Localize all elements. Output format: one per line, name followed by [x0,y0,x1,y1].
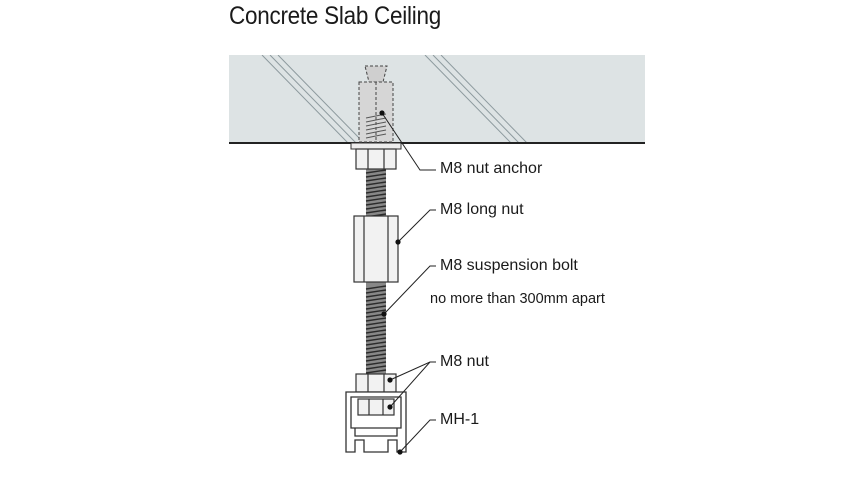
bolt-thread-line [365,201,387,206]
label-nut: M8 nut [440,353,489,370]
bolt-thread-line [365,293,387,298]
label-suspension-bolt: M8 suspension bolt [440,257,578,274]
leader-dots [379,110,403,455]
leader-lines [381,112,436,453]
long-nut [353,215,399,283]
bolt-thread-line [365,345,387,350]
lower-nut-inner [357,398,395,416]
nut-anchor [350,65,402,150]
bolt-thread-line [365,177,387,182]
bolt-thread-line [365,317,387,322]
bolt-thread-line [365,329,387,334]
bolt-thread-line [365,181,387,186]
label-channel: MH-1 [440,411,480,428]
bolt-thread-line [365,309,387,314]
bolt-thread-line [365,185,387,190]
bolt-thread-line [365,193,387,198]
bolt-thread-line [365,333,387,338]
label-long-nut: M8 long nut [440,201,524,218]
bolt-thread-line [365,349,387,354]
lower-nut-upper [355,373,397,393]
label-spacing-note: no more than 300mm apart [430,291,605,307]
bolt-thread-line [365,297,387,302]
bolt-thread-line [365,209,387,214]
bolt-thread-line [365,205,387,210]
bolt-thread-line [365,173,387,178]
bolt-thread-line [365,337,387,342]
bolt-thread-line [365,369,387,374]
anchor-thread [365,113,387,139]
bolt-thread-line [365,289,387,294]
bolt-thread-line [365,189,387,194]
bolt-thread-line [365,321,387,326]
bolt-thread-line [365,365,387,370]
bolt-thread-line [365,305,387,310]
bolt-thread-line [365,353,387,358]
bolt-thread-line [365,341,387,346]
top-nut [355,148,397,170]
bolt-thread-line [365,169,387,174]
slab-hatching [261,55,528,143]
concrete-slab [229,55,645,144]
bolt-thread-line [365,301,387,306]
bolt-thread-line [365,285,387,290]
bolt-thread-line [365,197,387,202]
label-nut-anchor: M8 nut anchor [440,160,543,177]
bolt-thread-line [365,325,387,330]
bolt-thread-line [365,357,387,362]
bolt-thread-line [365,361,387,366]
diagram-title: Concrete Slab Ceiling [229,2,441,30]
